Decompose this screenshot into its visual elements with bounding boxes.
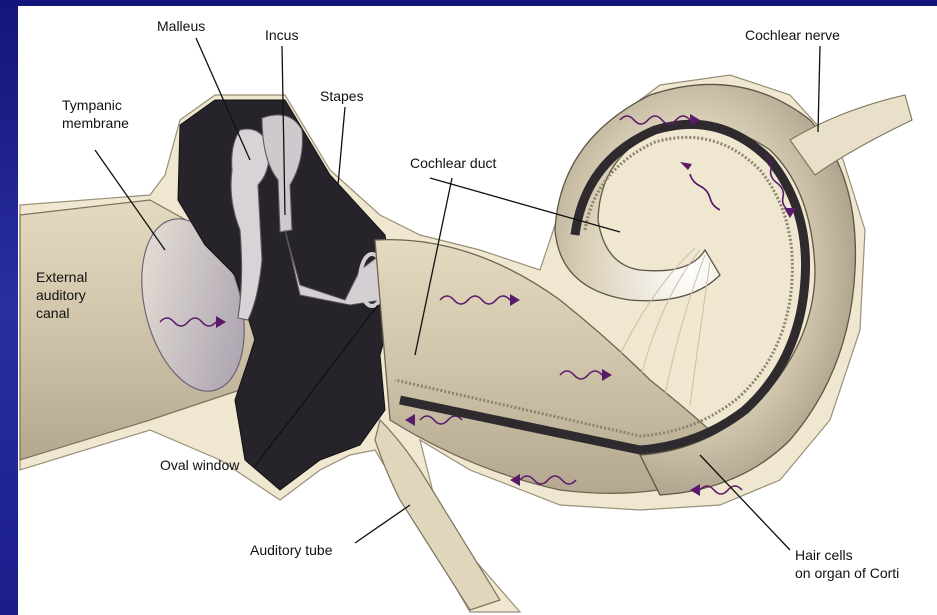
label-cochlear-nerve: Cochlear nerve bbox=[745, 27, 840, 43]
label-external-line1: External bbox=[36, 269, 87, 285]
label-cochlear-duct: Cochlear duct bbox=[410, 155, 496, 171]
label-auditory-tube: Auditory tube bbox=[250, 542, 333, 558]
label-malleus: Malleus bbox=[157, 18, 205, 34]
label-tympanic-line2: membrane bbox=[62, 115, 129, 131]
label-external-line3: canal bbox=[36, 305, 69, 321]
label-hair-cells-line1: Hair cells bbox=[795, 547, 853, 563]
cochlear-nerve bbox=[790, 95, 912, 175]
label-oval-window: Oval window bbox=[160, 457, 240, 473]
label-external-line2: auditory bbox=[36, 287, 86, 303]
label-hair-cells-line2: on organ of Corti bbox=[795, 565, 899, 581]
label-stapes: Stapes bbox=[320, 88, 364, 104]
label-tympanic-line1: Tympanic bbox=[62, 97, 122, 113]
label-incus: Incus bbox=[265, 27, 298, 43]
